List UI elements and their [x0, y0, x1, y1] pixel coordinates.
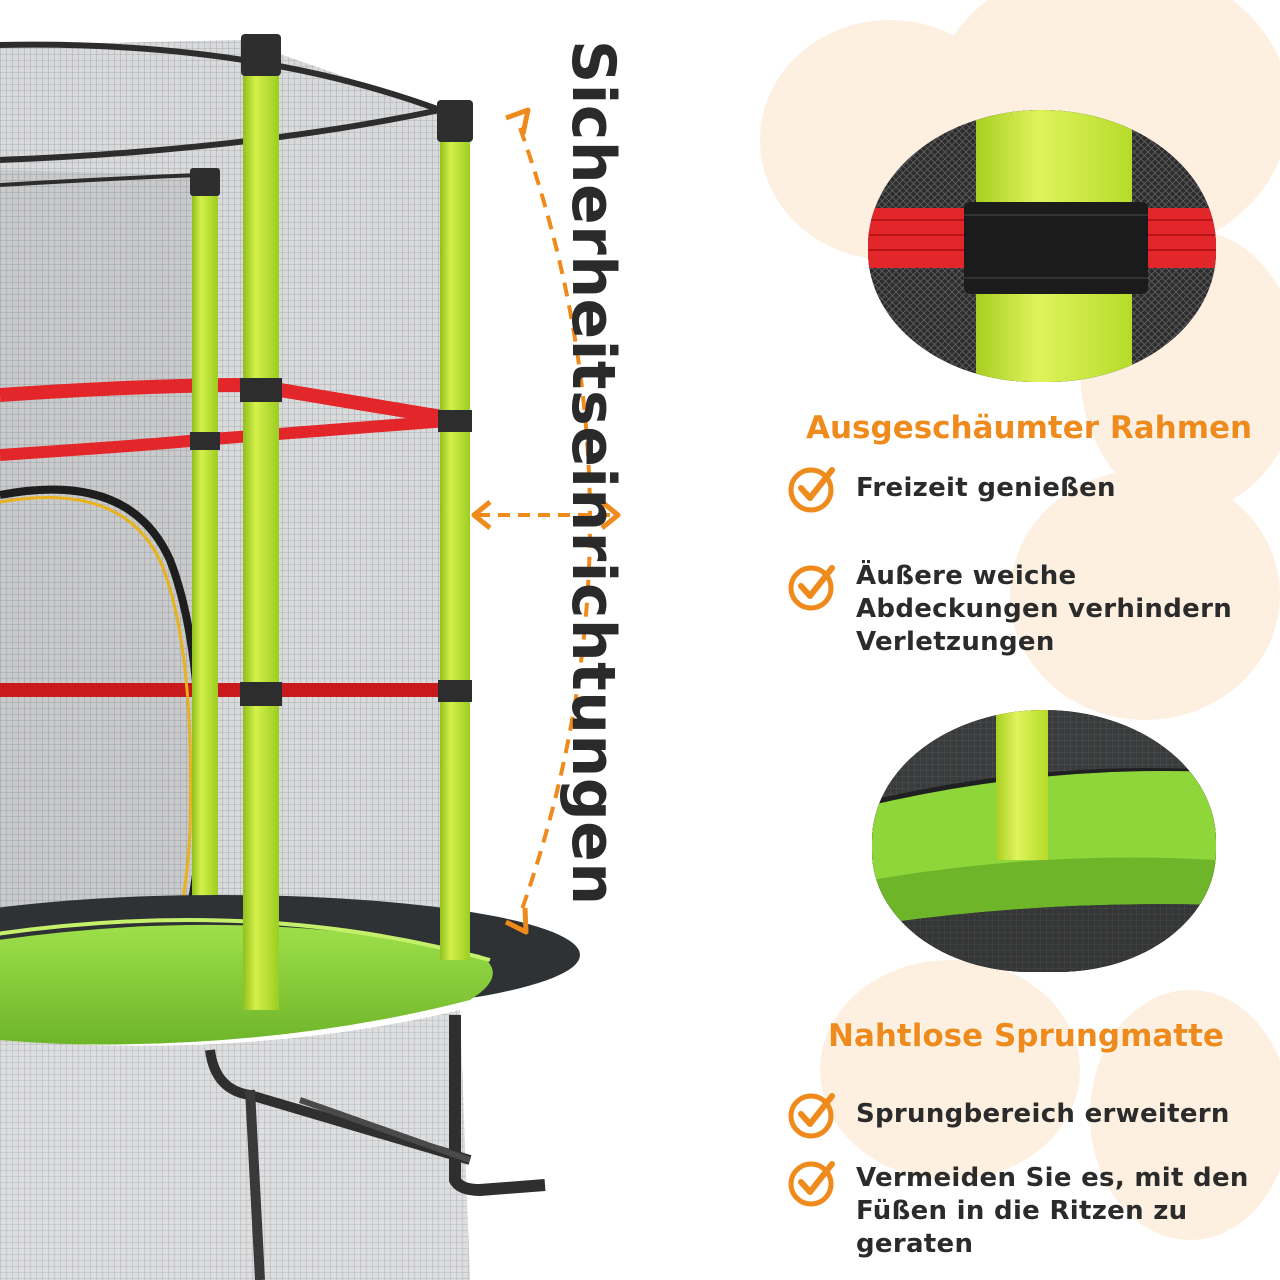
bullet-text: Sprungbereich erweitern [856, 1099, 1230, 1129]
check-circle-icon [788, 1093, 835, 1139]
detail-image-foam-frame [868, 110, 1216, 382]
dashed-arc [518, 127, 592, 916]
double-arrow-icon [471, 500, 621, 530]
check-circle-icon [788, 1161, 835, 1207]
section-heading-seamless-mat: Nahtlose Sprungmatte [828, 1018, 1224, 1054]
section-heading-foam-frame: Ausgeschäumter Rahmen [806, 410, 1253, 446]
check-circle-icon [788, 565, 835, 611]
bullet-text: Vermeiden Sie es, mit den Füßen in die R… [856, 1163, 1249, 1259]
arrow-down-icon [504, 907, 529, 935]
arrow-up-icon [505, 107, 531, 135]
bullet-text: Äußere weiche Abdeckungen verhindern Ver… [856, 561, 1233, 657]
detail-image-seamless-mat [872, 710, 1216, 972]
check-circle-icon [788, 467, 835, 513]
bullet-text: Freizeit genießen [856, 473, 1116, 503]
